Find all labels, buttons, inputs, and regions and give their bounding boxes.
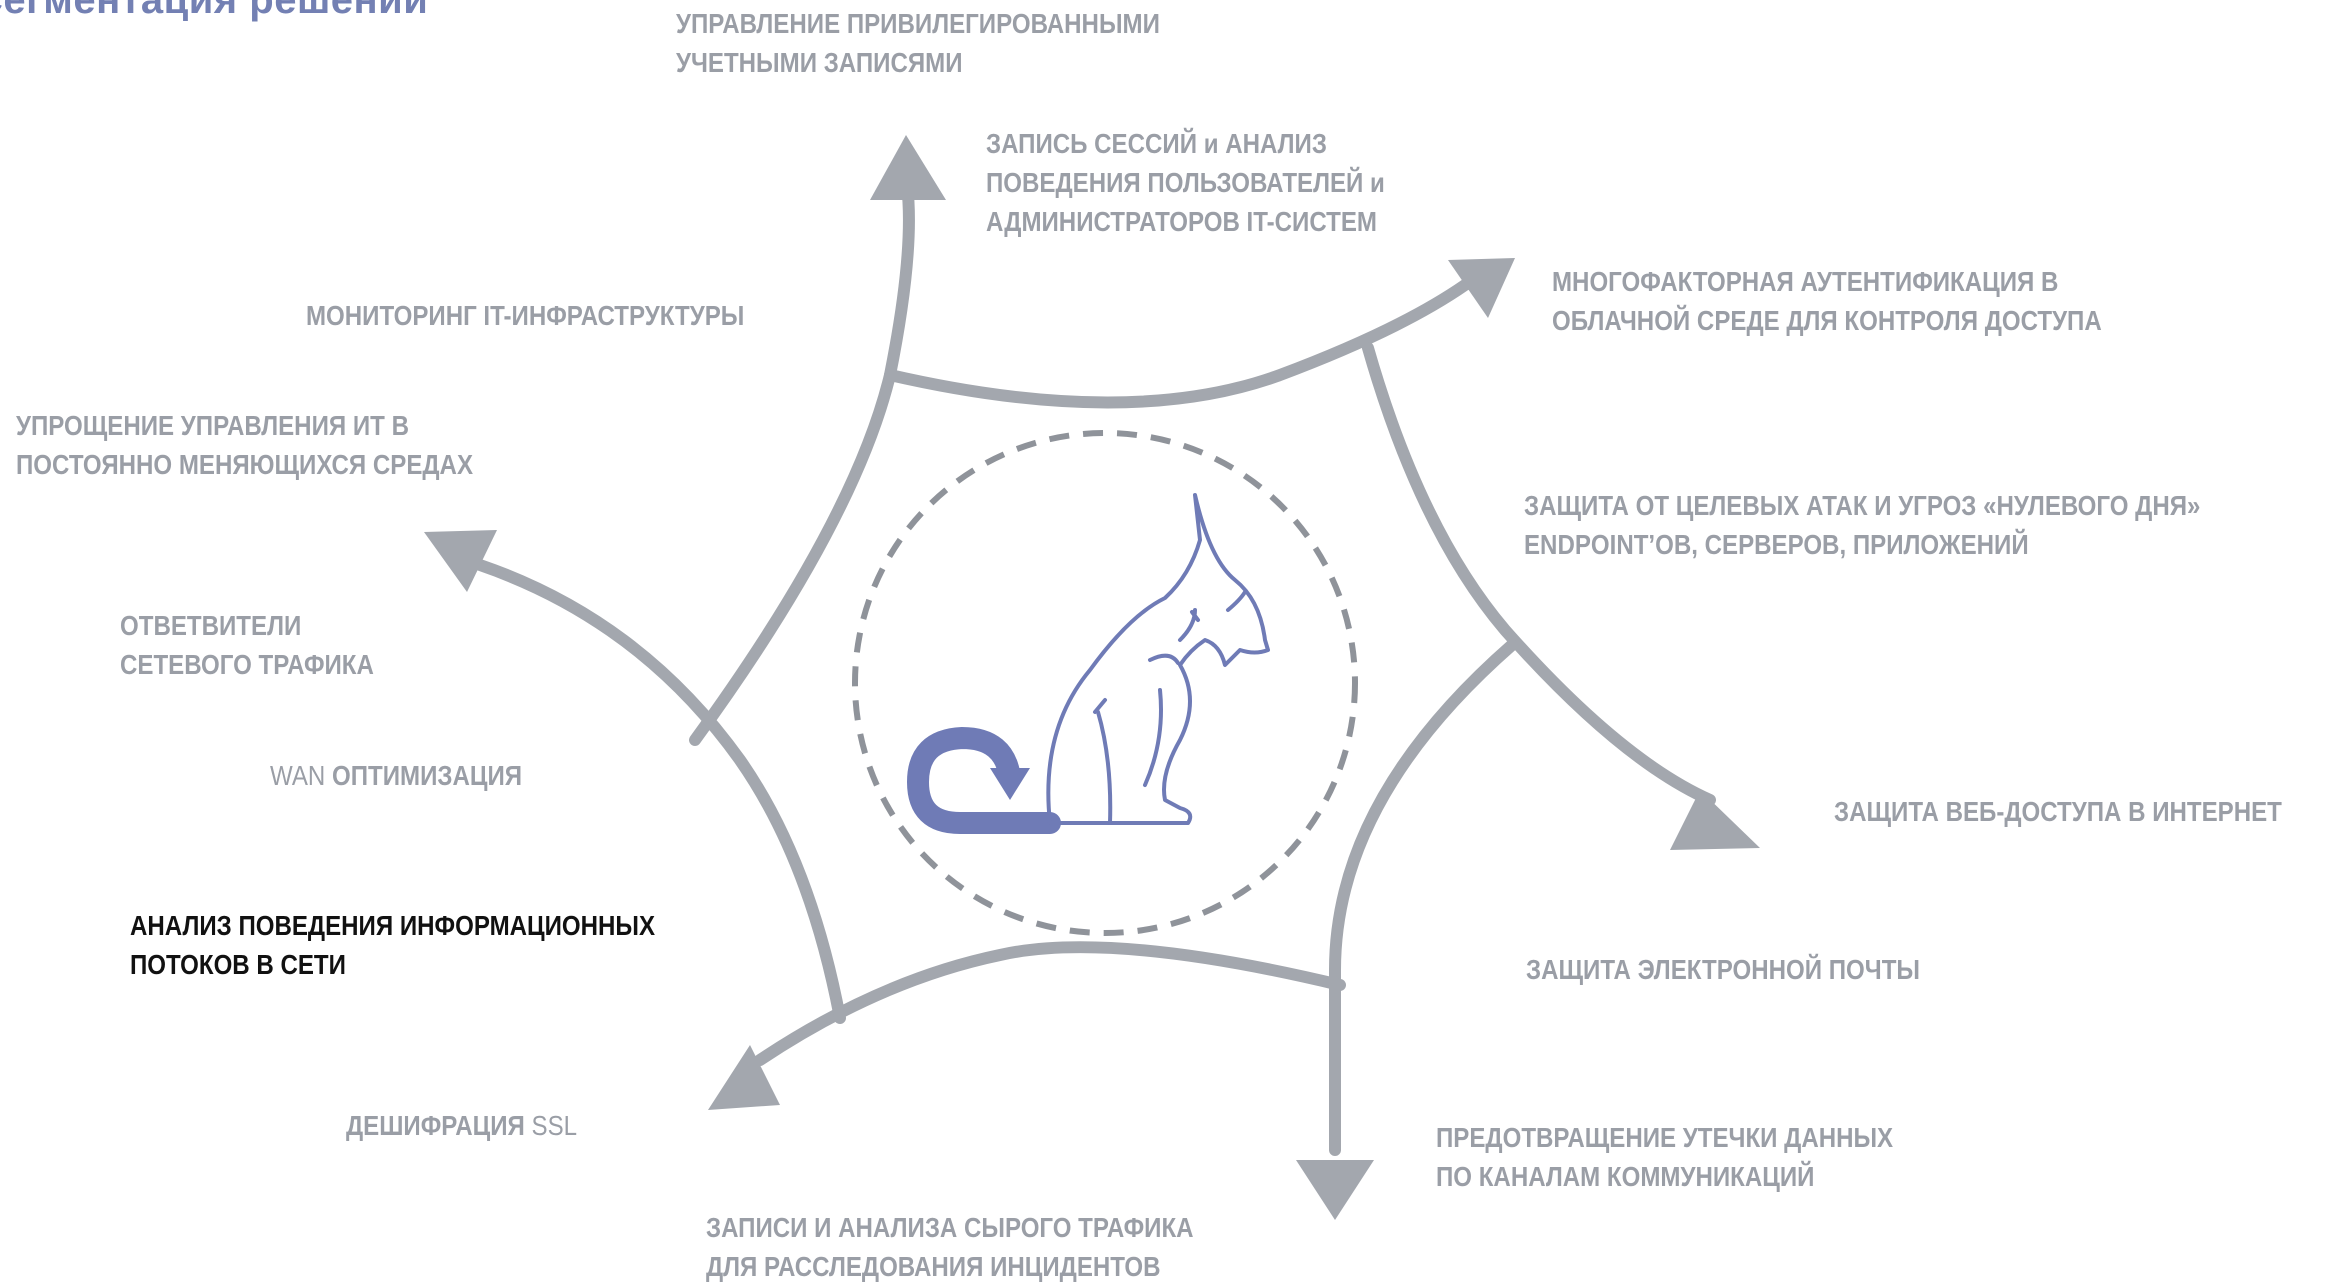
label-ssl-decryption: ДЕШИФРАЦИЯ SSL	[346, 1110, 578, 1141]
label-dlp: ПРЕДОТВРАЩЕНИЕ УТЕЧКИ ДАННЫХ ПО КАНАЛАМ …	[1436, 1122, 1894, 1192]
label-network-taps: ОТВЕТВИТЕЛИ СЕТЕВОГО ТРАФИКА	[120, 610, 374, 680]
arrowhead-bottom-right	[1296, 1160, 1374, 1220]
arrowhead-left	[424, 530, 497, 592]
arrow-shaft-bottom-left	[754, 941, 1346, 1066]
label-email-protection: ЗАЩИТА ЭЛЕКТРОННОЙ ПОЧТЫ	[1526, 954, 1921, 985]
arrowhead-bottom-left	[708, 1045, 780, 1110]
label-web-access: ЗАЩИТА ВЕБ-ДОСТУПА В ИНТЕРНЕТ	[1834, 796, 2282, 827]
arrowhead-top-right	[1448, 258, 1515, 318]
label-it-management: УПРОЩЕНИЕ УПРАВЛЕНИЯ ИТ В ПОСТОЯННО МЕНЯ…	[16, 410, 474, 480]
arrow-shaft-left	[474, 559, 846, 1024]
arrow-shaft-top	[689, 179, 915, 746]
page-title: Сегментация решений	[0, 0, 429, 22]
arrowhead-right	[1670, 790, 1760, 850]
label-raw-traffic: ЗАПИСИ И АНАЛИЗА СЫРОГО ТРАФИКА ДЛЯ РАСС…	[706, 1212, 1194, 1282]
label-mfa-cloud: МНОГОФАКТОРНАЯ АУТЕНТИФИКАЦИЯ В ОБЛАЧНОЙ…	[1552, 266, 2102, 336]
label-flow-analysis: АНАЛИЗ ПОВЕДЕНИЯ ИНФОРМАЦИОННЫХ ПОТОКОВ …	[130, 910, 656, 980]
label-privileged-accounts: УПРАВЛЕНИЕ ПРИВИЛЕГИРОВАННЫМИ УЧЕТНЫМИ З…	[676, 8, 1160, 78]
label-wan-optimization: WAN ОПТИМИЗАЦИЯ	[270, 760, 523, 791]
arrowhead-top	[870, 135, 946, 200]
arrow-shaft-bottom-right	[1329, 639, 1518, 1156]
arrow-shaft-right	[1362, 342, 1716, 806]
arrow-shaft-top-right	[884, 279, 1471, 409]
center-dashed-circle	[852, 430, 1358, 936]
label-it-monitoring: МОНИТОРИНГ IT-ИНФРАСТРУКТУРЫ	[306, 300, 745, 331]
label-session-recording: ЗАПИСЬ СЕССИЙ и АНАЛИЗ ПОВЕДЕНИЯ ПОЛЬЗОВ…	[986, 128, 1385, 237]
cat-logo-icon	[907, 493, 1270, 834]
label-targeted-attacks: ЗАЩИТА ОТ ЦЕЛЕВЫХ АТАК И УГРОЗ «НУЛЕВОГО…	[1524, 490, 2201, 560]
